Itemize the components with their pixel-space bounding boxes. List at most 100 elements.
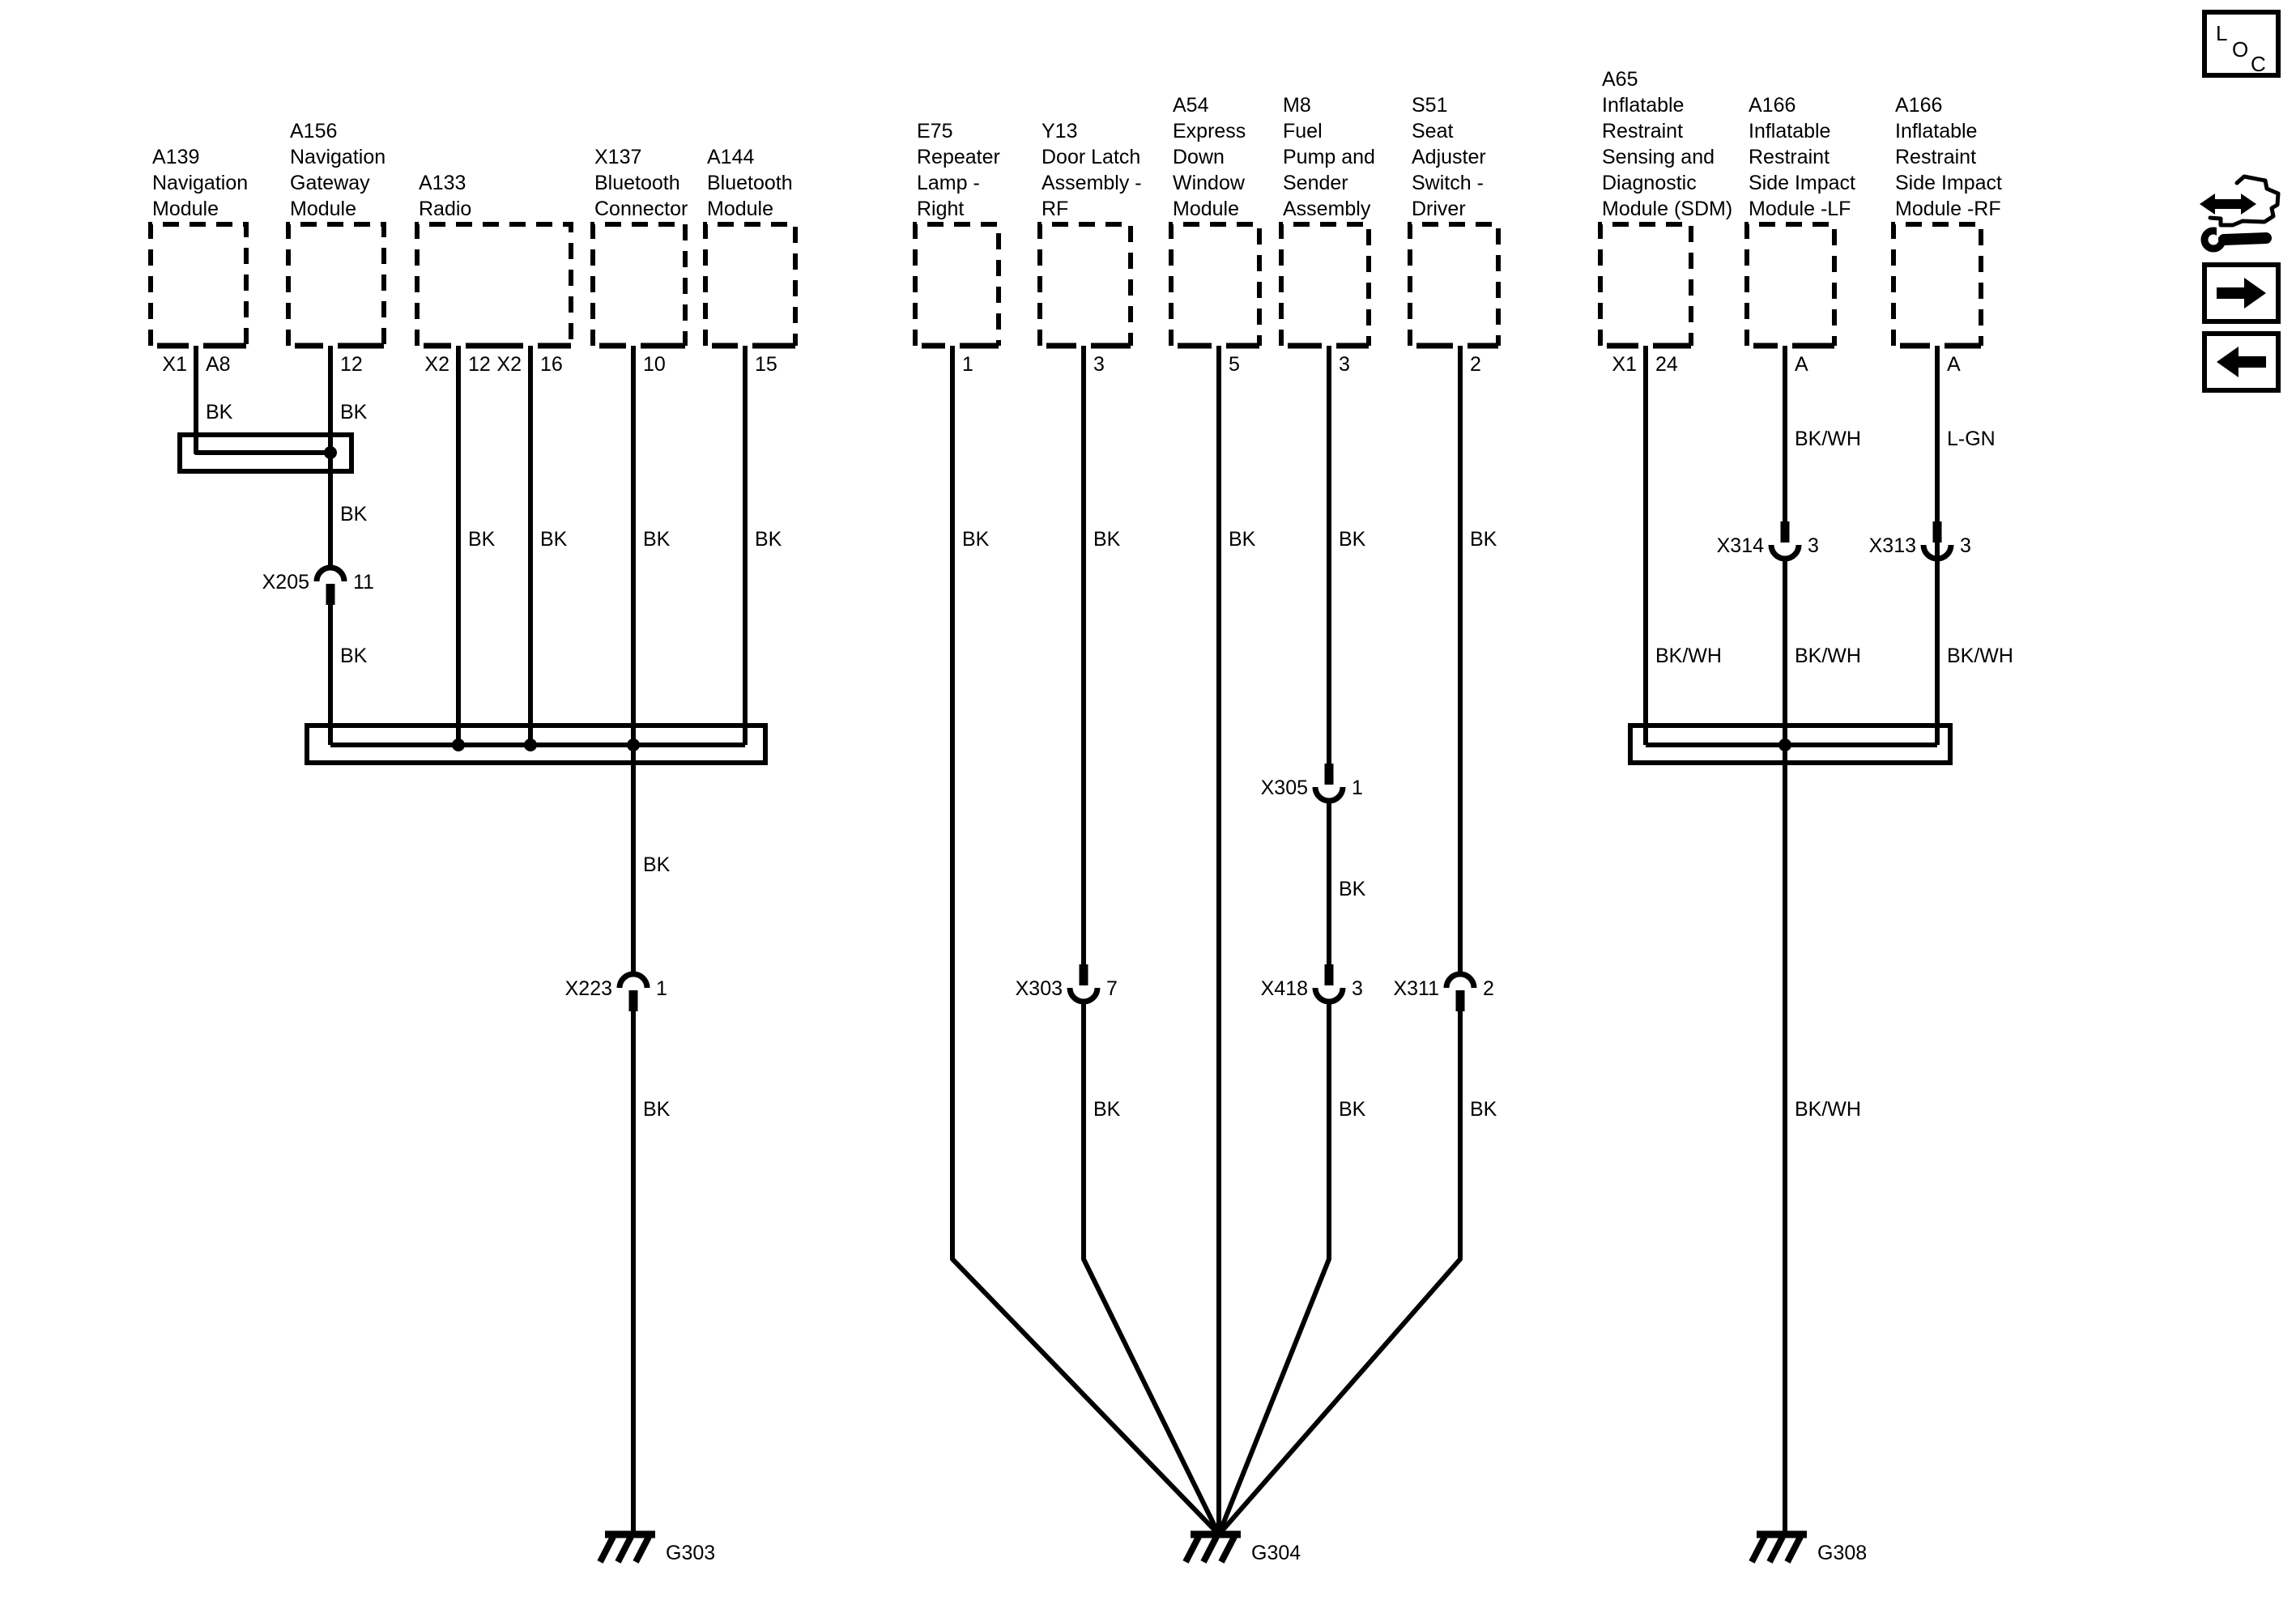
pin-number-label: A — [1795, 353, 1808, 376]
component-box-a166-rf — [1891, 222, 1983, 346]
component-label-a166-lf: Inflatable — [1749, 120, 1830, 143]
ground-g304[interactable]: G304 — [1182, 1530, 1301, 1564]
component-label-a139: Navigation — [152, 172, 248, 194]
connector-pin-label: 1 — [656, 977, 667, 1000]
connector-terminal-icon — [1780, 521, 1790, 543]
ground-symbol-hatch — [1766, 1535, 1786, 1564]
connector-x418[interactable]: X418 3 — [1261, 964, 1363, 1005]
ground-symbol-hatch — [1182, 1535, 1202, 1564]
component-box-a139 — [148, 222, 249, 346]
wire-color-label: BK — [340, 645, 368, 667]
component-label-a54: Window — [1173, 172, 1246, 194]
component-label-s51: Adjuster — [1412, 146, 1486, 168]
component-label-s51: S51 — [1412, 94, 1447, 117]
connector-terminal-icon — [326, 584, 335, 605]
loc-letter-c: C — [2251, 52, 2266, 76]
wire-a139-gnd — [194, 346, 330, 455]
connector-id-label: X205 — [262, 571, 309, 594]
wire-y13-lower — [1081, 1002, 1221, 1536]
connector-id-label: X418 — [1261, 977, 1308, 1000]
component-label-x137: Connector — [594, 198, 688, 220]
connector-id-label: X305 — [1261, 777, 1308, 799]
wire-color-label: BK — [643, 528, 671, 551]
pin-connector-label: X2 — [424, 353, 449, 376]
component-label-a133: Radio — [419, 198, 471, 220]
wire-color-label: BK — [206, 401, 233, 423]
loc-button[interactable]: L O C — [2202, 10, 2281, 78]
component-label-a133: A133 — [419, 172, 466, 194]
component-label-m8: Assembly — [1283, 198, 1371, 220]
ground-g308[interactable]: G308 — [1749, 1530, 1867, 1564]
wire-color-label: BK — [1229, 528, 1256, 551]
component-box-e75 — [913, 222, 1001, 346]
connector-pin-label: 3 — [1808, 534, 1819, 557]
component-label-a139: Module — [152, 198, 219, 220]
next-page-button[interactable] — [2202, 262, 2281, 324]
connector-pin-label: 3 — [1352, 977, 1363, 1000]
component-label-a65: A65 — [1602, 68, 1638, 91]
component-label-a166-lf: A166 — [1749, 94, 1795, 117]
wire-m8-lower — [1216, 1002, 1331, 1536]
vehicle-service-button[interactable] — [2200, 174, 2281, 253]
pin-connector-label: X1 — [1612, 353, 1637, 376]
junction-dot — [452, 738, 465, 751]
pin-number-label: 12 — [468, 353, 491, 376]
pin-connector-label: X1 — [162, 353, 187, 376]
component-label-y13: Assembly - — [1042, 172, 1142, 194]
wire-color-label: BK — [1339, 528, 1366, 551]
pin-number-label: 12 — [340, 353, 363, 376]
ground-g303[interactable]: G303 — [597, 1530, 715, 1564]
pin-number-label: 2 — [1470, 353, 1481, 376]
component-label-a166-rf: Side Impact — [1895, 172, 2002, 194]
pin-number-label: 16 — [540, 353, 563, 376]
component-box-s51 — [1408, 222, 1501, 346]
arrow-right-icon — [2217, 278, 2266, 309]
ground-symbol-hatch — [1200, 1535, 1220, 1564]
component-label-a156: A156 — [290, 120, 337, 143]
loc-letter-l: L — [2216, 21, 2227, 45]
junction-dot — [627, 738, 640, 751]
component-label-e75: Lamp - — [917, 172, 980, 194]
connector-arc-icon — [313, 564, 347, 582]
component-label-m8: M8 — [1283, 94, 1311, 117]
pin-number-label: 10 — [643, 353, 666, 376]
component-box-y13 — [1037, 222, 1133, 346]
component-label-a54: A54 — [1173, 94, 1209, 117]
component-label-a166-lf: Module -LF — [1749, 198, 1851, 220]
car-outline — [2208, 174, 2281, 228]
ground-symbol-hatch — [1784, 1535, 1804, 1564]
wire-color-label: BK/WH — [1795, 1098, 1861, 1121]
component-label-y13: Door Latch — [1042, 146, 1140, 168]
component-box-a54 — [1169, 222, 1262, 346]
component-label-a156: Navigation — [290, 146, 386, 168]
loc-icon — [2202, 10, 2281, 78]
connector-arc-icon — [616, 971, 650, 989]
pin-number-label: 5 — [1229, 353, 1240, 376]
component-label-s51: Switch - — [1412, 172, 1484, 194]
pin-number-label: 3 — [1339, 353, 1350, 376]
previous-page-button[interactable] — [2202, 331, 2281, 393]
double-arrow-icon — [2200, 194, 2256, 215]
